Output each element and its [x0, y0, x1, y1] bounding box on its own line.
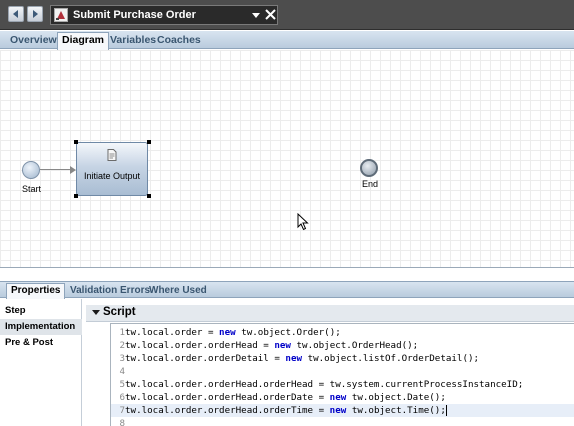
code-line: 6tw.local.order.orderHead.orderDate = ne…	[119, 392, 446, 403]
start-event-label: Start	[22, 184, 42, 194]
arrow-right-icon	[33, 10, 38, 18]
process-selector[interactable]: Submit Purchase Order	[50, 5, 278, 25]
sequence-flow[interactable]	[40, 169, 74, 170]
forward-button[interactable]	[27, 6, 43, 22]
tab-properties[interactable]: Properties	[6, 283, 66, 299]
script-title: Script	[103, 306, 136, 318]
section-pre-post[interactable]: Pre & Post	[5, 337, 54, 348]
section-implementation[interactable]: Implementation	[0, 319, 82, 335]
selection-handle[interactable]	[74, 194, 78, 198]
selection-handle[interactable]	[74, 140, 78, 144]
end-event-label: End	[362, 179, 379, 189]
selection-handle[interactable]	[147, 140, 151, 144]
code-line-current: 7tw.local.order.orderHead.orderTime = ne…	[111, 404, 574, 417]
back-button[interactable]	[8, 6, 24, 22]
process-icon	[54, 8, 68, 22]
process-title: Submit Purchase Order	[73, 9, 196, 21]
script-section-header[interactable]: Script	[86, 305, 574, 322]
diagram-canvas[interactable]: Start Initiate Output End	[0, 50, 574, 268]
code-line: 2tw.local.order.orderHead = new tw.objec…	[119, 340, 419, 351]
tab-where-used[interactable]: Where Used	[149, 285, 207, 296]
code-line: 4	[119, 366, 125, 377]
tab-variables[interactable]: Variables	[110, 34, 157, 46]
mouse-pointer-icon	[297, 213, 309, 231]
code-line: 3tw.local.order.orderDetail = new tw.obj…	[119, 353, 480, 364]
activity-label: Initiate Output	[83, 171, 141, 181]
selection-handle[interactable]	[147, 194, 151, 198]
section-step[interactable]: Step	[5, 305, 26, 316]
code-line: 1tw.local.order = new tw.object.Order();	[119, 327, 341, 338]
text-caret	[445, 405, 447, 416]
script-document-icon	[107, 149, 117, 161]
code-line: 5tw.local.order.orderHead.orderHead = tw…	[119, 379, 524, 390]
tab-overview[interactable]: Overview	[10, 34, 57, 46]
sequence-flow-arrow-icon	[70, 166, 76, 174]
script-editor[interactable]: 1tw.local.order = new tw.object.Order();…	[110, 323, 574, 426]
title-bar: Submit Purchase Order	[0, 0, 574, 30]
code-line: 8	[119, 418, 125, 426]
activity-initiate-output[interactable]: Initiate Output	[76, 142, 148, 196]
collapse-triangle-icon[interactable]	[92, 310, 100, 315]
close-icon[interactable]	[265, 9, 276, 20]
editor-tabs: Overview Diagram Variables Coaches	[0, 31, 574, 50]
end-event[interactable]	[360, 159, 378, 177]
tab-diagram[interactable]: Diagram	[57, 32, 110, 50]
arrow-left-icon	[13, 10, 18, 18]
tab-coaches[interactable]: Coaches	[157, 34, 201, 46]
chevron-down-icon[interactable]	[251, 10, 261, 20]
script-pane: Script 1tw.local.order = new tw.object.O…	[86, 299, 574, 426]
properties-sections: Step Implementation Pre & Post	[0, 299, 82, 426]
tab-validation-errors[interactable]: Validation Errors	[70, 285, 151, 296]
properties-tabs: Properties Validation Errors Where Used	[0, 281, 574, 299]
start-event[interactable]	[22, 161, 40, 179]
